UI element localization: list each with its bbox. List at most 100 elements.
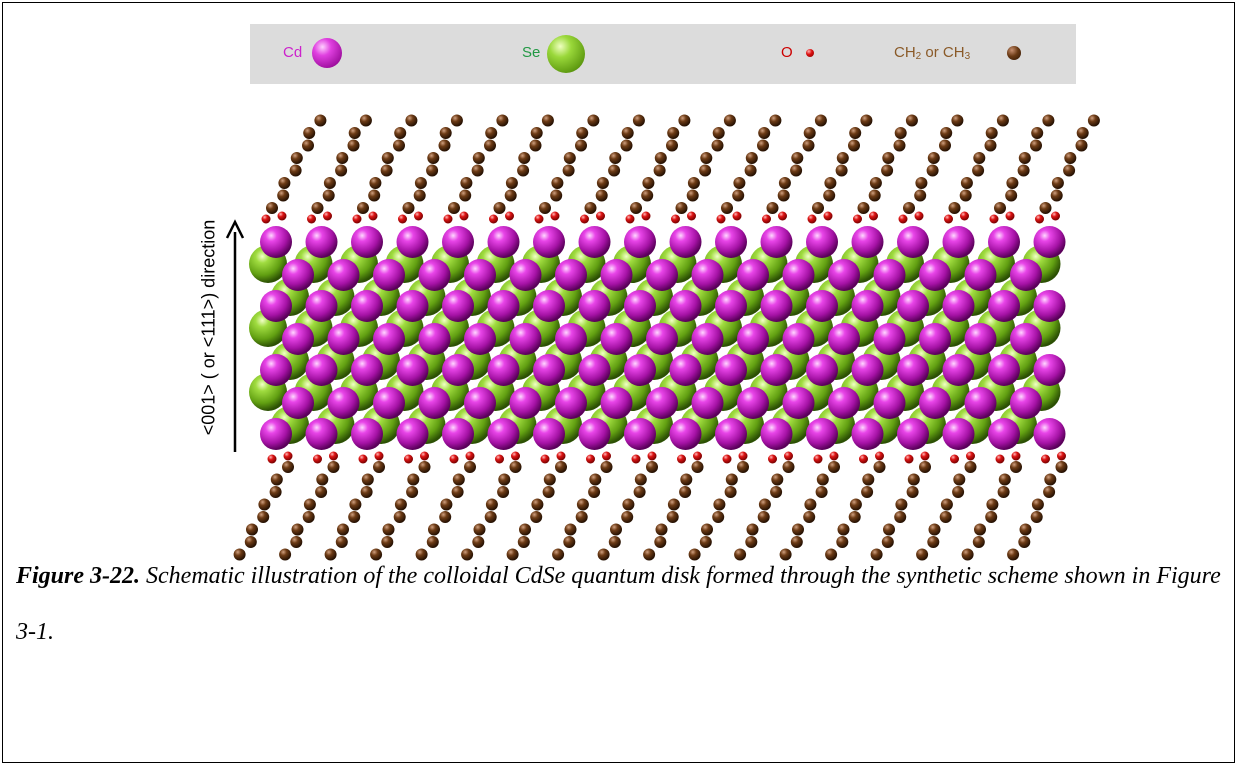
carbon-atom xyxy=(667,498,680,511)
carbon-atom xyxy=(961,548,974,561)
carbon-atom xyxy=(675,202,688,214)
carbon-atom xyxy=(314,114,327,127)
carbon-atom xyxy=(279,548,292,561)
carbon-atom xyxy=(857,202,870,214)
carbon-atom xyxy=(972,536,985,548)
cd-atom xyxy=(669,418,702,450)
carbon-atom xyxy=(641,189,654,202)
carbon-atom xyxy=(732,189,745,202)
oxygen-atom xyxy=(762,214,771,224)
carbon-atom xyxy=(349,498,362,511)
carbon-atom xyxy=(1031,498,1044,511)
carbon-atom xyxy=(873,461,886,473)
oxygen-atom xyxy=(641,211,651,221)
cd-atom xyxy=(600,323,633,355)
carbon-atom xyxy=(530,511,543,523)
cd-atom xyxy=(578,226,611,258)
cd-atom xyxy=(624,354,656,386)
cd-atom xyxy=(624,418,656,450)
carbon-atom xyxy=(972,164,985,177)
carbon-atom xyxy=(257,511,270,523)
cd-atom xyxy=(487,354,520,386)
cd-atom xyxy=(305,418,338,450)
carbon-atom xyxy=(278,177,291,189)
cd-atom xyxy=(260,418,292,450)
oxygen-atom xyxy=(1057,451,1066,461)
oxygen-atom xyxy=(989,214,999,224)
carbon-atom xyxy=(439,127,452,139)
carbon-atom xyxy=(381,536,394,548)
carbon-atom xyxy=(928,523,941,536)
cd-atom xyxy=(351,354,383,386)
oxygen-atom xyxy=(671,214,680,224)
carbon-atom xyxy=(496,114,509,127)
carbon-atom xyxy=(448,202,460,214)
cd-atom xyxy=(669,290,702,322)
carbon-atom xyxy=(895,498,908,511)
carbon-atom xyxy=(1030,139,1042,152)
cd-atom xyxy=(942,354,975,386)
carbon-atom xyxy=(497,486,510,498)
carbon-atom xyxy=(643,548,656,561)
carbon-atom xyxy=(745,536,758,548)
carbon-atom xyxy=(940,127,953,139)
oxygen-atom xyxy=(329,451,338,461)
carbon-atom xyxy=(1019,523,1032,536)
carbon-atom xyxy=(485,127,498,139)
legend-o-ball xyxy=(806,49,814,57)
cd-atom xyxy=(624,290,656,322)
carbon-atom xyxy=(484,139,496,152)
cd-atom xyxy=(418,323,451,355)
carbon-atom xyxy=(926,164,939,177)
oxygen-atom xyxy=(631,454,641,464)
cd-atom xyxy=(327,387,360,419)
carbon-atom xyxy=(622,498,635,511)
oxygen-atom xyxy=(459,211,469,221)
carbon-atom xyxy=(837,523,850,536)
carbon-atom xyxy=(725,473,738,486)
carbon-atom xyxy=(406,486,419,498)
caption-text: Schematic illustration of the colloidal … xyxy=(16,563,1221,645)
carbon-atom xyxy=(471,164,484,177)
oxygen-atom xyxy=(404,454,413,464)
cd-atom xyxy=(396,226,429,258)
cd-atom xyxy=(1010,259,1042,291)
cd-atom xyxy=(260,290,292,322)
carbon-atom xyxy=(634,473,647,486)
carbon-atom xyxy=(769,114,782,127)
carbon-atom xyxy=(608,536,621,548)
oxygen-atom xyxy=(307,214,316,224)
cd-atom xyxy=(897,226,929,258)
oxygen-atom xyxy=(904,454,914,464)
carbon-atom xyxy=(985,127,998,139)
cd-atom xyxy=(828,323,860,355)
carbon-atom xyxy=(824,177,837,189)
cd-atom xyxy=(851,226,884,258)
cd-atom xyxy=(578,354,611,386)
carbon-atom xyxy=(1039,202,1052,214)
carbon-atom xyxy=(700,152,713,164)
carbon-atom xyxy=(620,139,633,152)
oxygen-atom xyxy=(1035,214,1044,224)
carbon-atom xyxy=(633,486,646,498)
carbon-atom xyxy=(804,498,817,511)
cd-atom xyxy=(1010,323,1042,355)
carbon-atom xyxy=(459,189,472,202)
carbon-atom xyxy=(733,177,746,189)
cd-atom xyxy=(260,226,292,258)
cd-atom xyxy=(373,387,405,419)
cd-atom xyxy=(418,387,451,419)
carbon-atom xyxy=(413,189,426,202)
cd-atom xyxy=(305,226,338,258)
cd-atom xyxy=(715,354,747,386)
carbon-atom xyxy=(848,511,861,523)
oxygen-atom xyxy=(853,214,862,224)
carbon-atom xyxy=(600,461,613,473)
cd-atom xyxy=(464,323,496,355)
carbon-atom xyxy=(952,486,965,498)
carbon-atom xyxy=(960,177,973,189)
carbon-atom xyxy=(266,202,278,214)
carbon-atom xyxy=(782,461,795,473)
carbon-atom xyxy=(551,177,564,189)
carbon-atom xyxy=(415,548,428,561)
